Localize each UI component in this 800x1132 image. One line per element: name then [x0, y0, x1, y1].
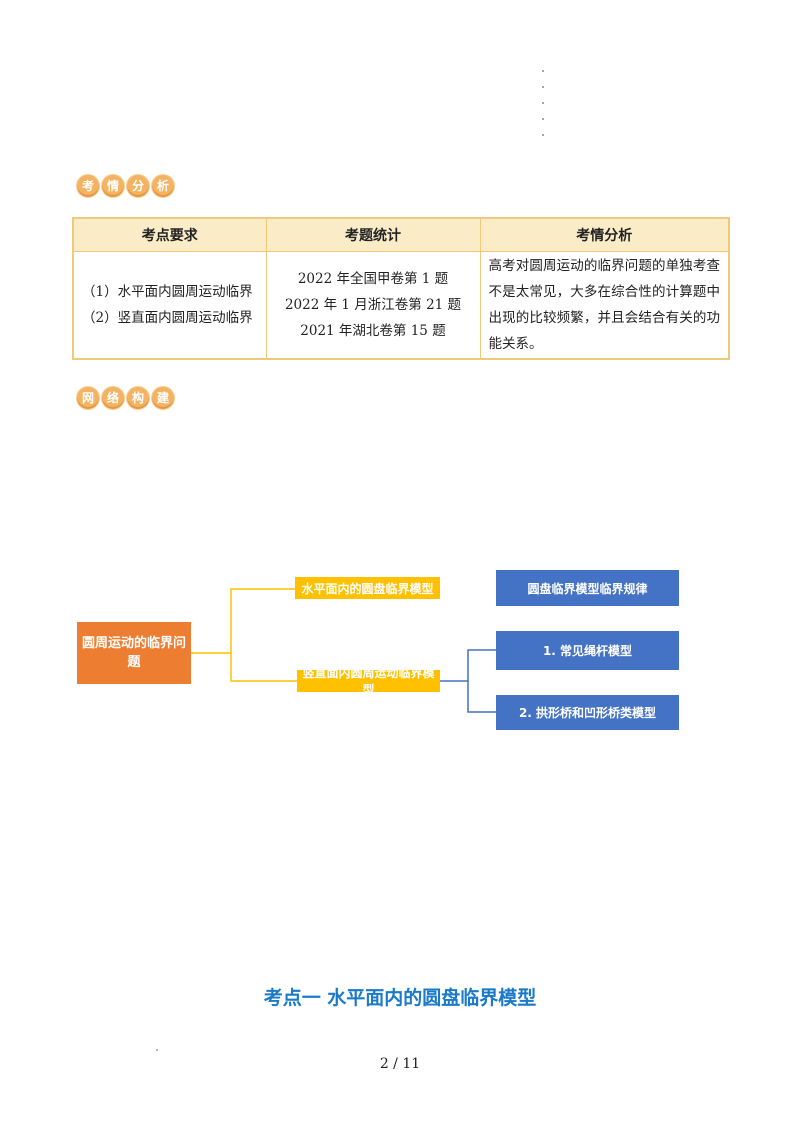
yellow-connectors	[191, 588, 297, 682]
decorative-dots	[542, 70, 548, 150]
mindmap-branch-vertical: 竖直面内圆周运动临界模型	[297, 666, 440, 697]
badge-char: 考	[76, 174, 100, 198]
badge-char: 析	[151, 174, 175, 198]
badge-char: 建	[151, 386, 175, 410]
badge-char: 构	[126, 386, 150, 410]
badge-char: 络	[101, 386, 125, 410]
badge-char: 分	[126, 174, 150, 198]
network-build-badge: 网 络 构 建	[76, 386, 175, 410]
mindmap-root: 圆周运动的临界问题	[77, 622, 191, 684]
mindmap-note-disk-rule: 圆盘临界模型临界规律	[496, 570, 679, 606]
mindmap-branch-horizontal: 水平面内的圆盘临界模型	[295, 577, 440, 599]
section-title: 考点一 水平面内的圆盘临界模型	[263, 987, 537, 1009]
badge-char: 网	[76, 386, 100, 410]
exam-analysis-badge: 考 情 分 析	[76, 174, 175, 198]
header-exam-stats: 考题统计	[265, 217, 481, 252]
exam-info-table: 考点要求 考题统计 考情分析 （1）水平面内圆周运动临界 （2）竖直面内圆周运动…	[72, 217, 730, 360]
requirement-item: （2）竖直面内圆周运动临界	[82, 310, 253, 326]
page-number: 2 / 11	[379, 1056, 421, 1072]
connector-root-branch1	[191, 588, 295, 654]
mindmap-sub-bridge: 2. 拱形桥和凹形桥类模型	[496, 695, 679, 730]
exam-stat-item: 2022 年 1 月浙江卷第 21 题	[284, 297, 462, 313]
connector-root-branch2	[230, 653, 297, 682]
table-header-row: 考点要求 考题统计 考情分析	[72, 217, 730, 252]
mindmap-sub-rope-rod: 1. 常见绳杆模型	[496, 631, 679, 670]
header-requirements: 考点要求	[72, 217, 267, 252]
requirement-item: （1）水平面内圆周运动临界	[82, 284, 253, 300]
badge-char: 情	[101, 174, 125, 198]
connector-branch2-sub1	[440, 649, 496, 682]
blue-connectors	[440, 649, 496, 713]
table-row: （1）水平面内圆周运动临界 （2）竖直面内圆周运动临界 2022 年全国甲卷第 …	[72, 251, 730, 360]
analysis-cell: 高考对圆周运动的临界问题的单独考查不是太常见，大多在综合性的计算题中出现的比较频…	[479, 251, 730, 360]
exam-stat-item: 2022 年全国甲卷第 1 题	[297, 271, 449, 287]
exam-stat-item: 2021 年湖北卷第 15 题	[300, 323, 446, 339]
requirements-cell: （1）水平面内圆周运动临界 （2）竖直面内圆周运动临界	[72, 251, 267, 360]
decorative-dot	[156, 1049, 158, 1051]
exam-stats-cell: 2022 年全国甲卷第 1 题 2022 年 1 月浙江卷第 21 题 2021…	[265, 251, 481, 360]
connector-branch2-sub2	[467, 681, 496, 713]
header-analysis: 考情分析	[479, 217, 730, 252]
